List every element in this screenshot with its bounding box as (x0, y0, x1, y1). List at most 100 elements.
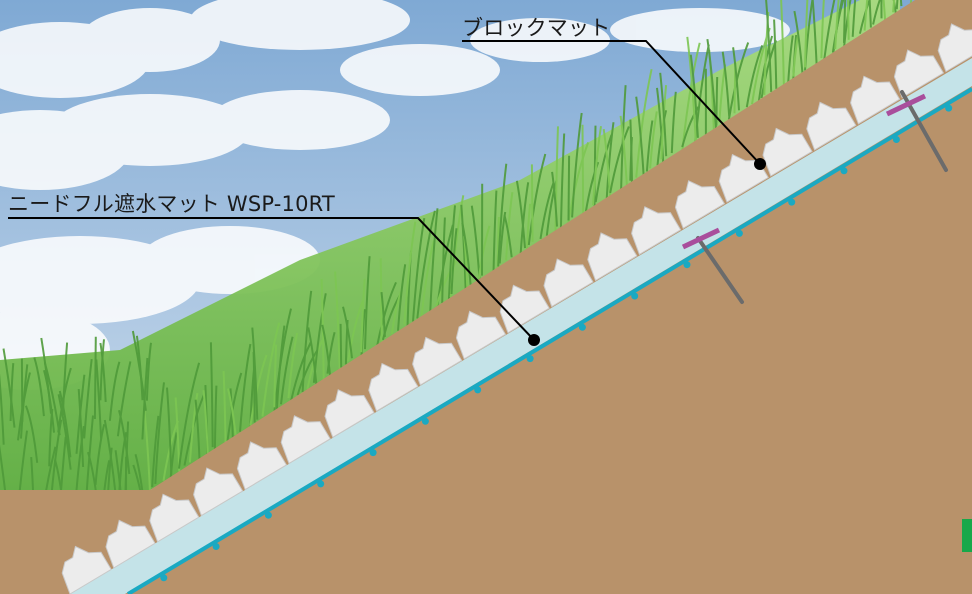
membrane-dot (578, 323, 586, 331)
grass-blade (629, 137, 633, 181)
grass-blade (360, 278, 366, 353)
block-module (105, 519, 156, 569)
block-module (455, 310, 507, 360)
membrane-dot (369, 449, 377, 457)
green-tab-icon (962, 519, 972, 552)
block-module (850, 75, 901, 125)
grass-blade (892, 0, 896, 13)
grass-blade (843, 0, 847, 43)
grass-blade (686, 36, 697, 141)
grass-blade (154, 382, 165, 484)
grass-blade (222, 371, 227, 445)
membrane-dot (160, 574, 168, 582)
grass-blade (93, 336, 97, 420)
grass-blade (50, 419, 63, 492)
grass-blade (321, 324, 332, 377)
grass-blade (447, 205, 456, 301)
membrane-dot (788, 198, 796, 206)
anchor-stake-2 (885, 90, 948, 172)
grass-blade (559, 133, 566, 230)
grass-blade (635, 68, 653, 178)
grass-blade (868, 0, 872, 28)
grass-blade (793, 10, 804, 74)
block-module (193, 467, 244, 517)
membrane-dot (421, 417, 429, 425)
grass-blade (567, 142, 590, 224)
grass-blade (273, 344, 278, 408)
grass-blade (209, 342, 214, 448)
membrane-dots (160, 104, 953, 582)
block-module (587, 232, 638, 282)
grass-blade (450, 228, 458, 295)
grass-blades (0, 0, 913, 529)
grass-blade (103, 419, 117, 496)
grass-blade (334, 271, 341, 371)
membrane-dot (840, 167, 848, 175)
grass-blade (635, 96, 645, 175)
grass-blade (251, 327, 259, 420)
grass-blade (851, 0, 857, 37)
grass-blade (20, 364, 29, 439)
grass-blade (280, 336, 294, 405)
grass-blade (380, 291, 386, 337)
grass-blade (213, 385, 218, 451)
grass-blade (787, 35, 794, 83)
membrane-dot (212, 543, 220, 550)
block-module (61, 545, 112, 594)
block-module (236, 441, 288, 491)
grass-blade (503, 215, 513, 258)
grass-blade (834, 0, 840, 50)
grass-blade (0, 373, 5, 445)
membrane-dot (945, 104, 953, 112)
grass-blade (145, 342, 152, 401)
grass-blade (592, 126, 602, 206)
grass-blade (326, 331, 336, 374)
block-module (893, 49, 945, 99)
grass-blade (403, 221, 417, 325)
grass-blade (619, 115, 628, 187)
grass-blade (539, 182, 555, 240)
membrane-dot (526, 355, 534, 363)
grass-blade (397, 264, 407, 331)
grass-blade (477, 225, 491, 279)
grass-blade (649, 111, 658, 169)
grass-blade (593, 125, 597, 209)
grass-blade (95, 359, 103, 439)
grass-blade (519, 182, 530, 255)
grass-blade (892, 0, 898, 16)
grass-blade (581, 124, 585, 215)
grass-blade (275, 325, 286, 411)
anchor-stake-1 (681, 227, 744, 304)
grass-blade (364, 256, 371, 350)
grass-blade (780, 0, 785, 86)
grass-blade (505, 192, 514, 261)
grass-blade (131, 330, 147, 411)
grass-blade (872, 0, 881, 25)
grass-blade (609, 126, 630, 194)
grass-blade (527, 153, 547, 246)
membrane-dot (892, 136, 900, 143)
grass-field (0, 0, 900, 490)
membrane-dot (264, 511, 272, 519)
grass-blade (727, 42, 750, 120)
grass-blade (347, 300, 364, 362)
grass-blade (811, 0, 818, 65)
waterproof-membrane (126, 87, 972, 594)
block-module (762, 127, 813, 177)
grass-blade (261, 322, 281, 417)
grass-blade (461, 222, 472, 285)
grass-blade (895, 0, 899, 10)
grass-blade (773, 19, 778, 89)
grass-blade (166, 387, 173, 475)
grass-blade (492, 190, 498, 273)
grass-blade (61, 342, 69, 415)
grass-blade (551, 171, 558, 227)
membrane-dot (631, 292, 639, 300)
grass-blade (320, 278, 325, 380)
grass-blade (571, 112, 583, 218)
grass-blade (846, 0, 850, 40)
grass-blade (99, 339, 105, 401)
grass-blade (2, 348, 16, 428)
grass-blade (57, 394, 72, 470)
